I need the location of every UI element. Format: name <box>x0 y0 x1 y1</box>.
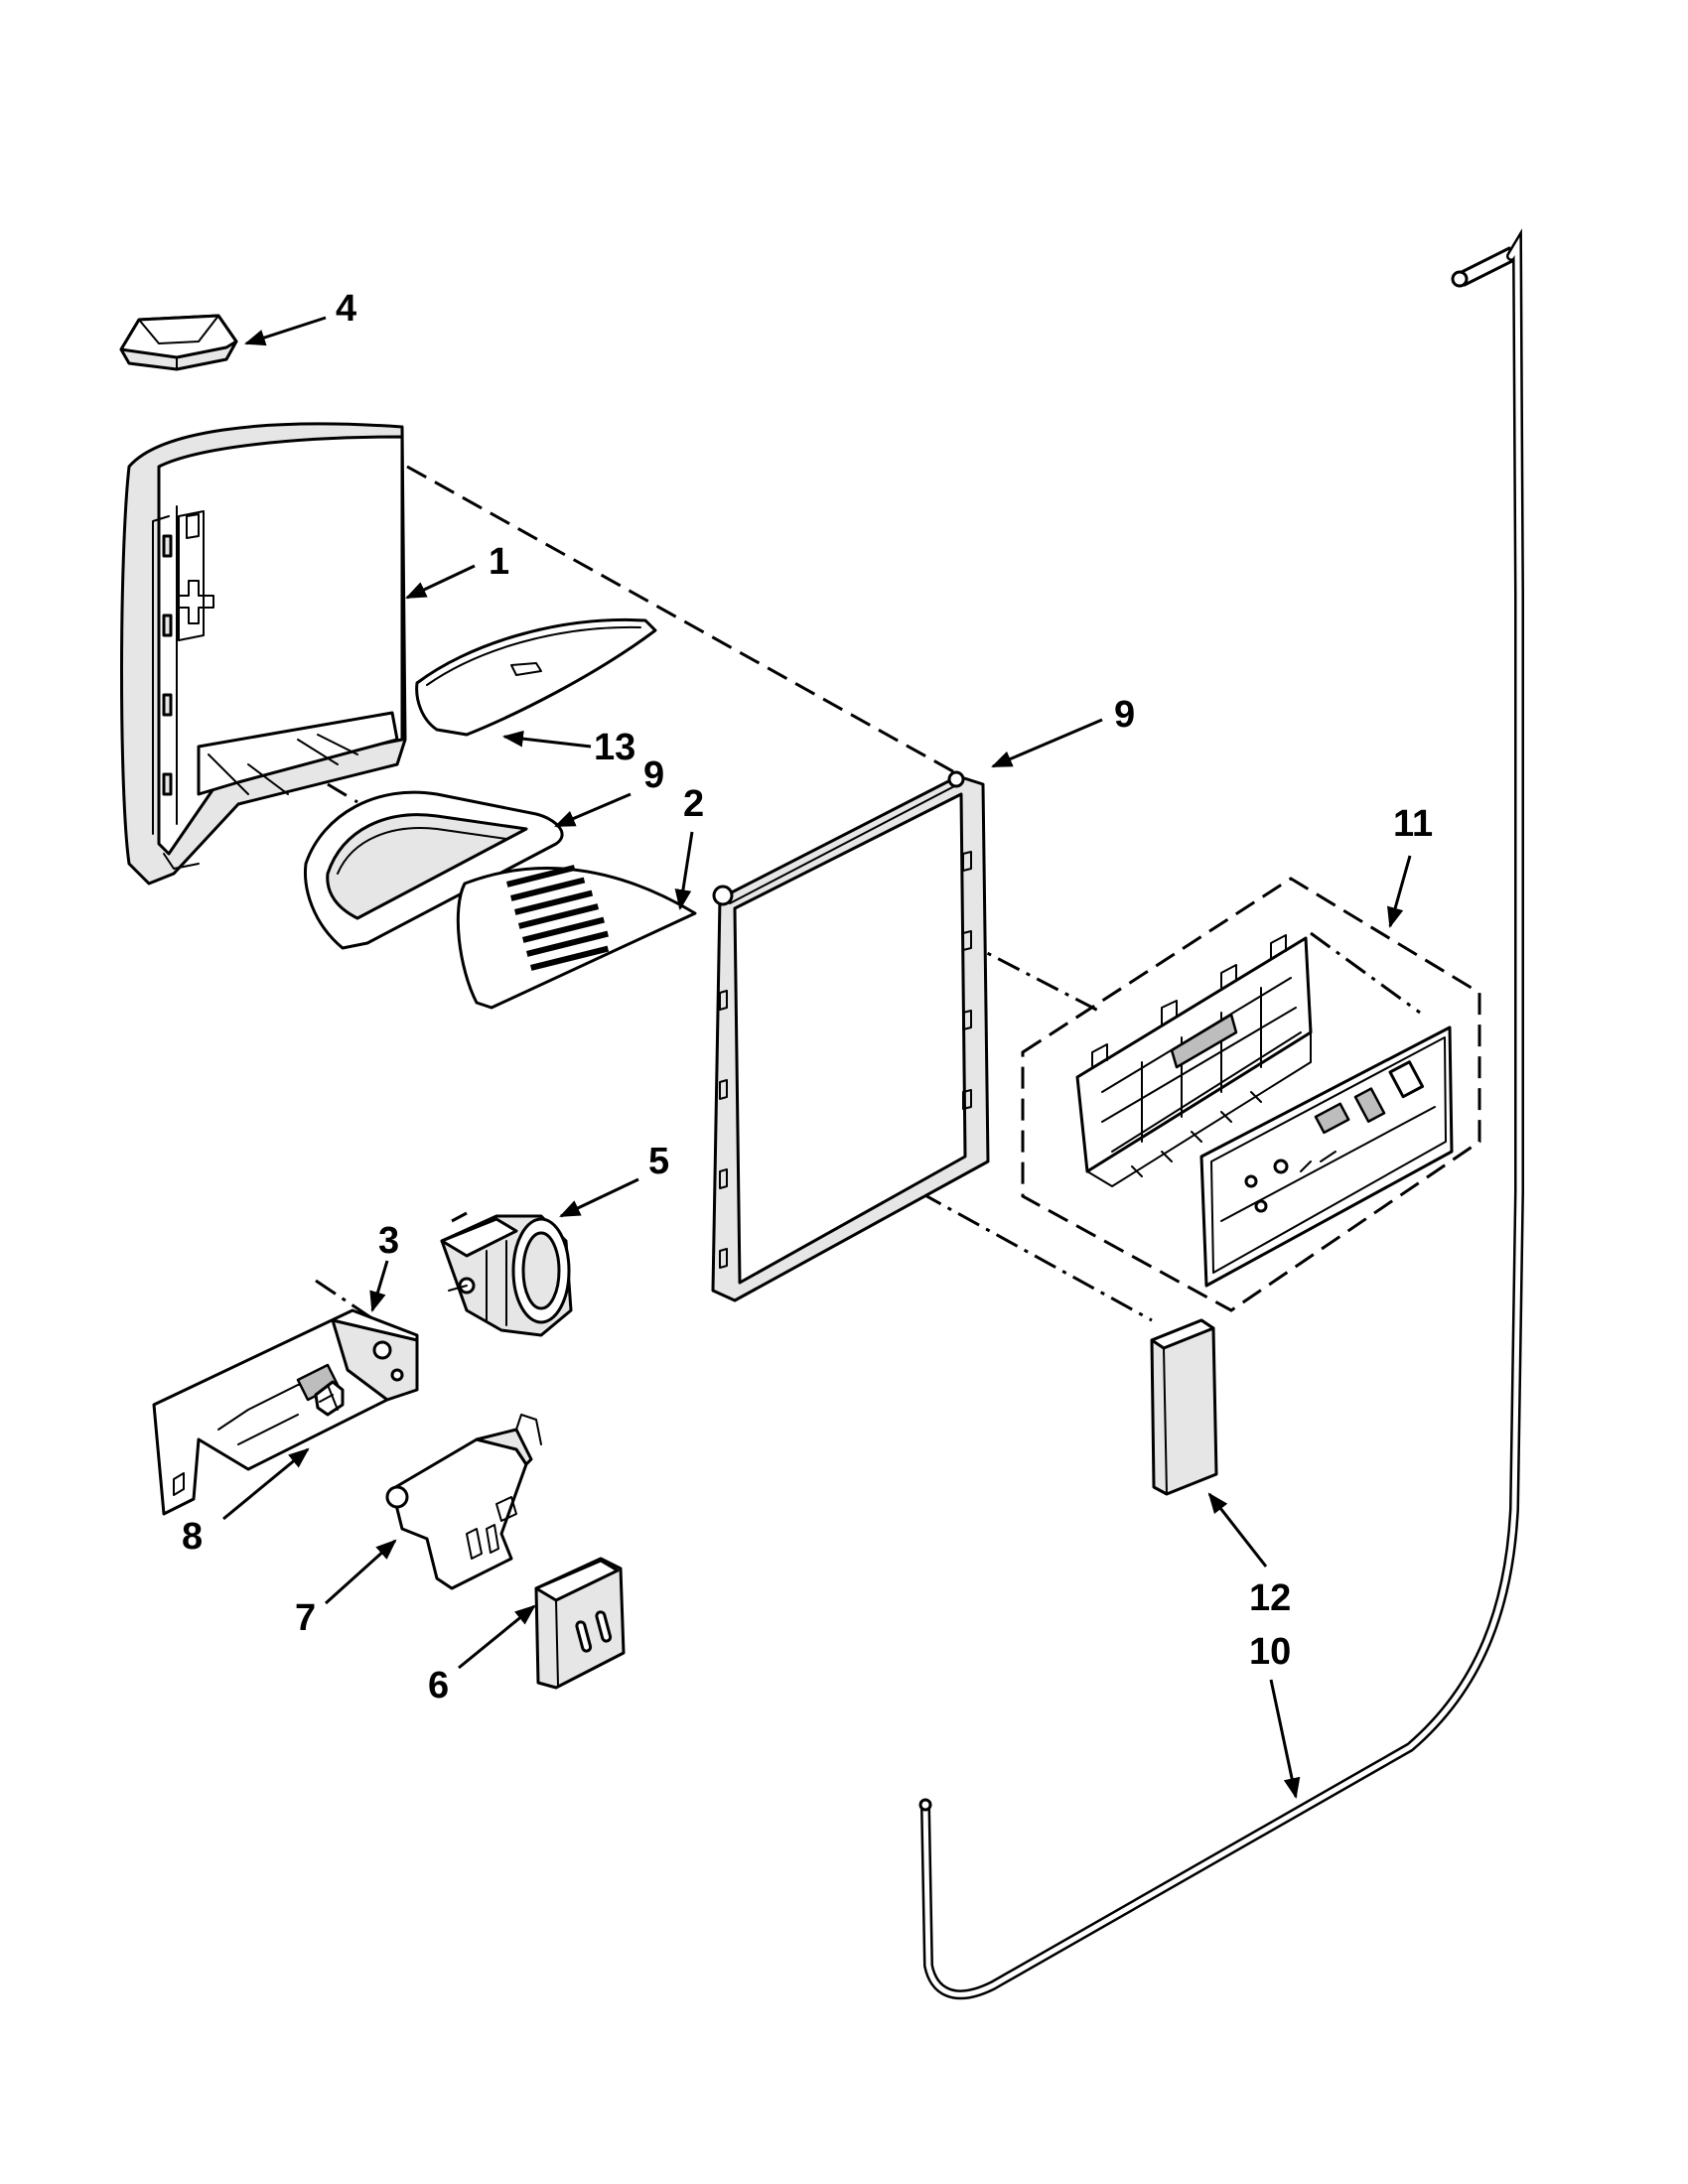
part-9-arched-gasket <box>304 790 564 950</box>
callout-7: 7 <box>295 1597 316 1639</box>
callout-6: 6 <box>428 1665 449 1706</box>
callout-9-frame: 9 <box>1114 694 1135 736</box>
leader-arrows <box>222 316 1412 1800</box>
callout-5: 5 <box>648 1141 669 1182</box>
callout-13: 13 <box>594 727 635 768</box>
callout-2: 2 <box>683 783 704 825</box>
part-13-plate <box>415 617 657 737</box>
callout-10: 10 <box>1249 1631 1291 1673</box>
part-6-pad <box>534 1557 626 1690</box>
callout-8: 8 <box>182 1516 203 1558</box>
part-7-actuator <box>385 1414 542 1590</box>
callout-11: 11 <box>1393 803 1433 845</box>
callout-3: 3 <box>378 1220 399 1262</box>
part-9-frame-gasket <box>711 770 990 1302</box>
callout-4: 4 <box>336 288 356 330</box>
part-12-cover <box>1150 1318 1218 1496</box>
part-1-housing <box>120 422 407 886</box>
callout-labels: 4 1 13 9 9 2 11 5 3 8 7 6 12 10 <box>182 288 1433 1706</box>
callout-1: 1 <box>489 541 509 583</box>
callout-12: 12 <box>1249 1577 1291 1619</box>
part-4-chute-cup <box>119 314 238 371</box>
part-2-vent-grille <box>456 865 697 1010</box>
part-11-control-assembly <box>1021 877 1481 1312</box>
part-8-screw <box>314 1380 345 1417</box>
part-10-tube <box>918 228 1524 2000</box>
part-3-bracket <box>152 1308 419 1516</box>
callout-9-gasket: 9 <box>643 754 664 796</box>
part-5-motor <box>440 1214 573 1337</box>
